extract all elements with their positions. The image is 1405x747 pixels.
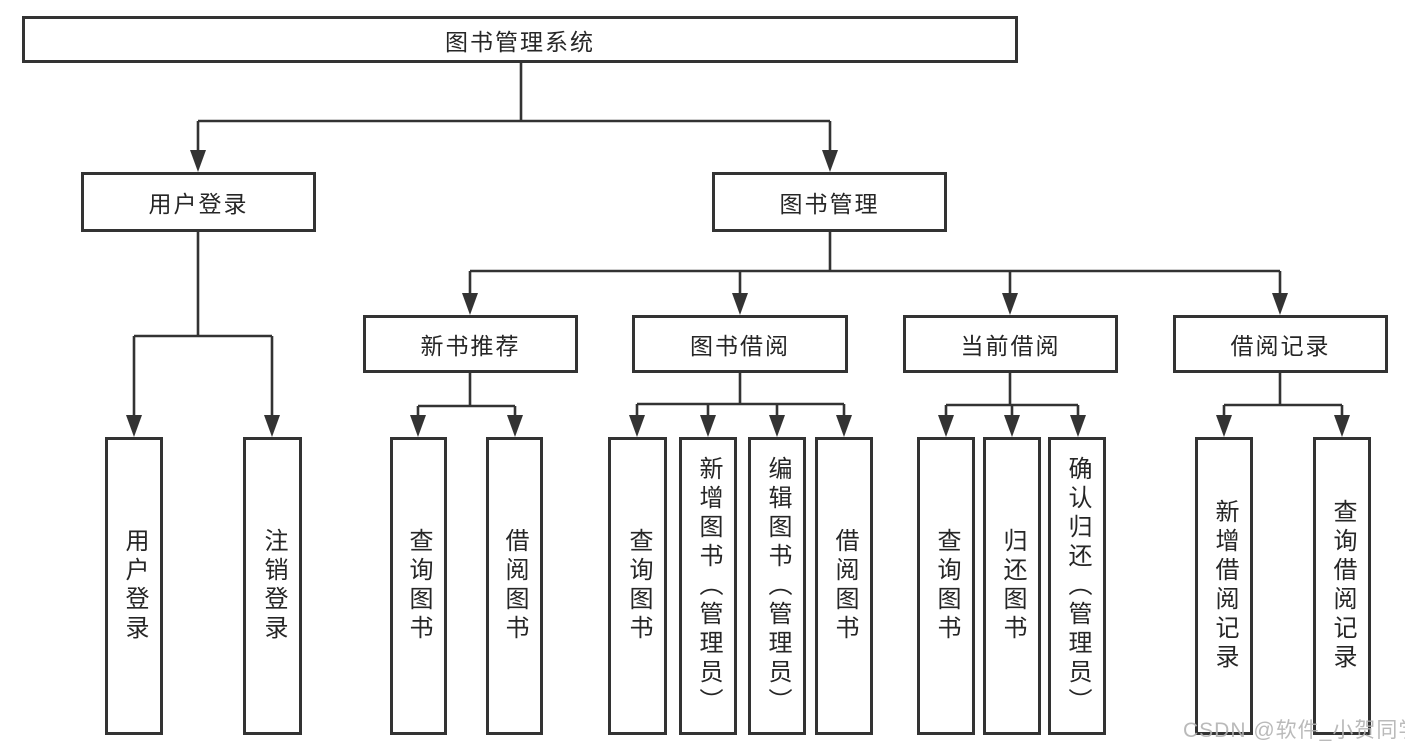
node-borrowing-records: 借阅记录 bbox=[1173, 315, 1388, 373]
leaf-logout: 注销登录 bbox=[243, 437, 302, 735]
leaf-add-borrow-record: 新增借阅记录 bbox=[1195, 437, 1253, 735]
leaf-query-books-current: 查询图书 bbox=[917, 437, 975, 735]
leaf-borrow-books: 借阅图书 bbox=[815, 437, 873, 735]
leaf-borrow-books-recommend: 借阅图书 bbox=[486, 437, 543, 735]
leaf-user-login: 用户登录 bbox=[105, 437, 163, 735]
node-current-borrowing: 当前借阅 bbox=[903, 315, 1118, 373]
leaf-query-books-recommend: 查询图书 bbox=[390, 437, 447, 735]
csdn-watermark: CSDN @软件_小贺同学 bbox=[1183, 719, 1405, 742]
node-library-system: 图书管理系统 bbox=[22, 16, 1018, 63]
leaf-query-borrow-record: 查询借阅记录 bbox=[1313, 437, 1371, 735]
node-new-book-recommend: 新书推荐 bbox=[363, 315, 578, 373]
leaf-return-books: 归还图书 bbox=[983, 437, 1041, 735]
leaf-edit-book-admin: 编辑图书（管理员） bbox=[748, 437, 806, 735]
node-book-management: 图书管理 bbox=[712, 172, 947, 232]
node-user-login: 用户登录 bbox=[81, 172, 316, 232]
leaf-query-books-borrowing: 查询图书 bbox=[608, 437, 667, 735]
leaf-confirm-return-admin: 确认归还（管理员） bbox=[1048, 437, 1106, 735]
leaf-add-book-admin: 新增图书（管理员） bbox=[679, 437, 737, 735]
node-book-borrowing: 图书借阅 bbox=[632, 315, 848, 373]
